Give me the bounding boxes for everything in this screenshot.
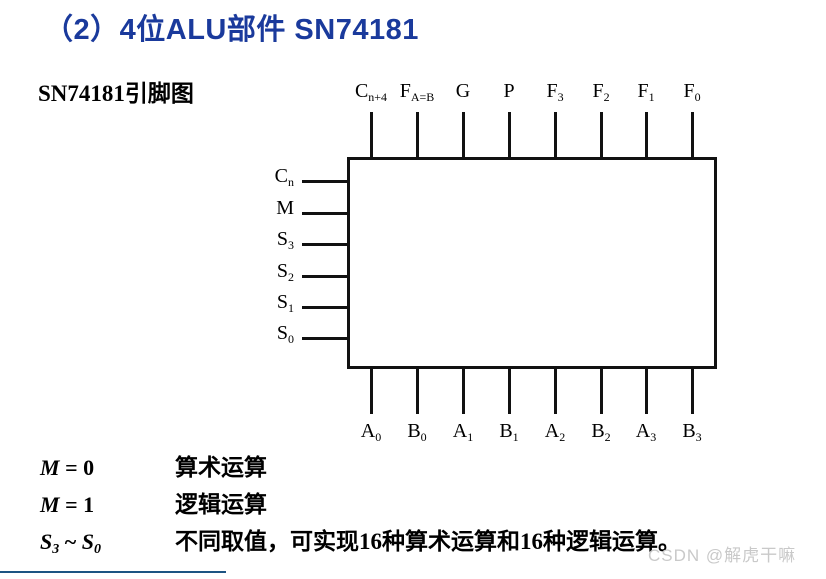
pin-label-left-4: S1: [276, 291, 294, 315]
pin-stub-top-1: [416, 112, 419, 157]
pin-label-left-3: S2: [276, 260, 294, 284]
legend-value-1: 逻辑运算: [175, 492, 267, 517]
pin-label-top-0: Cn+4: [354, 80, 388, 104]
legend-key-0: M = 0: [40, 455, 95, 480]
legend-value-0: 算术运算: [175, 455, 267, 480]
pin-label-top-2: G: [455, 80, 471, 102]
pin-label-top-7: F0: [683, 80, 701, 104]
pin-stub-left-1: [302, 212, 347, 215]
pin-diagram-caption: SN74181引脚图: [38, 81, 194, 106]
pin-stub-top-2: [462, 112, 465, 157]
legend-value-2: 不同取值，可实现16种算术运算和16种逻辑运算。: [175, 529, 681, 554]
pin-stub-top-3: [508, 112, 511, 157]
pin-label-bottom-1: B0: [407, 420, 427, 444]
legend-key-1: M = 1: [40, 492, 95, 517]
legend-row: M = 0 算术运算: [40, 448, 826, 485]
pin-stub-left-5: [302, 337, 347, 340]
pin-stub-left-3: [302, 275, 347, 278]
pin-stub-top-5: [600, 112, 603, 157]
pin-label-top-1: FA=B: [399, 80, 435, 104]
legend-list: M = 0 算术运算 M = 1 逻辑运算 S3 ~ S0 不同取值，可实现16种算术运算…: [40, 448, 826, 559]
pin-label-top-5: F2: [592, 80, 610, 104]
pin-label-left-1: M: [276, 197, 294, 219]
legend-row: M = 1 逻辑运算: [40, 485, 826, 522]
pin-stub-left-0: [302, 180, 347, 183]
pin-label-bottom-0: A0: [360, 420, 382, 444]
chip-body-rectangle: [347, 157, 717, 369]
pin-label-left-0: Cn: [274, 165, 294, 189]
pin-stub-bottom-7: [691, 369, 694, 414]
pin-stub-left-4: [302, 306, 347, 309]
pin-stub-top-7: [691, 112, 694, 157]
pin-label-bottom-2: A1: [452, 420, 474, 444]
pin-stub-bottom-0: [370, 369, 373, 414]
pin-stub-bottom-1: [416, 369, 419, 414]
page-title: （2）4位ALU部件 SN74181: [44, 14, 419, 46]
pin-stub-top-0: [370, 112, 373, 157]
pin-stub-top-6: [645, 112, 648, 157]
pin-label-top-6: F1: [637, 80, 655, 104]
pin-label-left-5: S0: [276, 322, 294, 346]
pin-stub-bottom-5: [600, 369, 603, 414]
pin-label-bottom-5: B2: [591, 420, 611, 444]
footer-divider: [0, 571, 226, 573]
legend-row: S3 ~ S0 不同取值，可实现16种算术运算和16种逻辑运算。: [40, 522, 826, 559]
pin-stub-left-2: [302, 243, 347, 246]
legend-key-2: S3 ~ S0: [40, 529, 101, 557]
pin-label-top-4: F3: [546, 80, 564, 104]
pin-stub-top-4: [554, 112, 557, 157]
watermark-text: CSDN @解虎干嘛: [648, 546, 797, 565]
pin-stub-bottom-4: [554, 369, 557, 414]
pin-label-top-3: P: [503, 80, 515, 102]
pin-label-bottom-7: B3: [682, 420, 702, 444]
pin-stub-bottom-3: [508, 369, 511, 414]
pin-label-left-2: S3: [276, 228, 294, 252]
pin-stub-bottom-6: [645, 369, 648, 414]
pin-stub-bottom-2: [462, 369, 465, 414]
pin-label-bottom-4: A2: [544, 420, 566, 444]
pin-label-bottom-3: B1: [499, 420, 519, 444]
pin-label-bottom-6: A3: [635, 420, 657, 444]
